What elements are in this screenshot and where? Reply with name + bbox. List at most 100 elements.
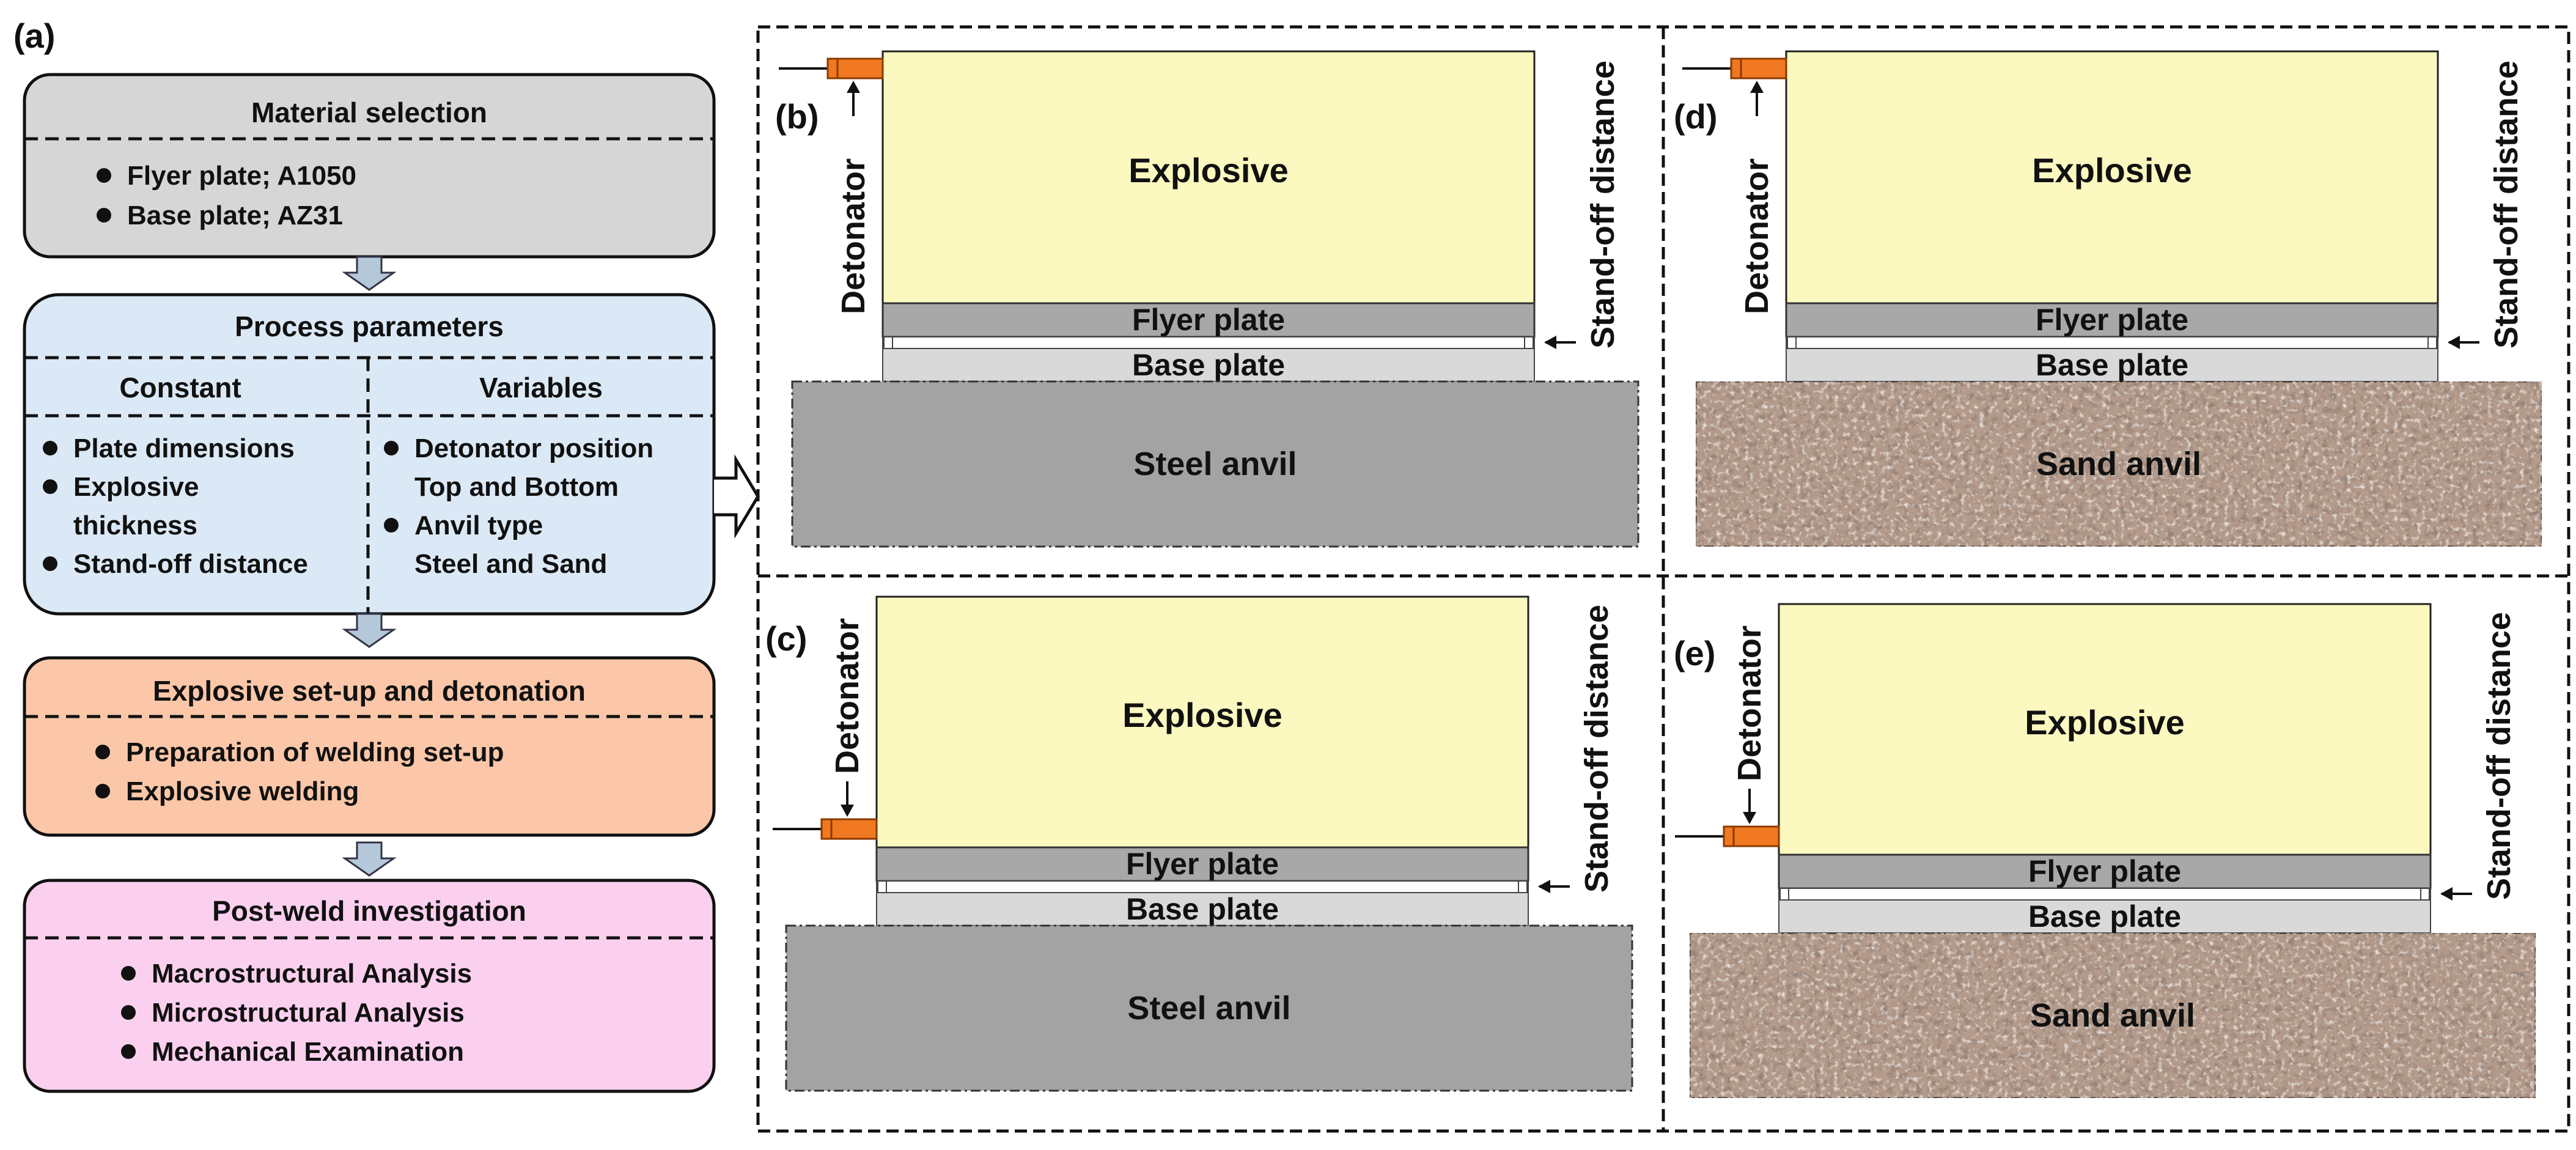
stand-off-label: Stand-off distance bbox=[2481, 612, 2517, 900]
flyer-plate-label: Flyer plate bbox=[2028, 854, 2181, 888]
panel-label: (c) bbox=[765, 619, 807, 658]
material-selection-title: Material selection bbox=[251, 97, 487, 128]
process-parameters-title: Process parameters bbox=[235, 311, 504, 342]
steel-anvil bbox=[791, 380, 1639, 548]
stand-off-arrowhead-icon bbox=[2448, 336, 2460, 349]
explosive-label: Explosive bbox=[2032, 151, 2191, 190]
spacer bbox=[2427, 336, 2437, 349]
sand-anvil bbox=[1695, 380, 2543, 548]
flyer-plate-label: Flyer plate bbox=[2036, 303, 2188, 337]
spacer bbox=[1524, 336, 1534, 349]
stand-off-gap bbox=[1786, 336, 2438, 349]
bullet bbox=[384, 441, 399, 455]
explosive-block bbox=[1785, 50, 2439, 304]
flyer-plate bbox=[1778, 853, 2432, 890]
base-plate bbox=[1778, 899, 2431, 934]
arrow-to-setups-icon bbox=[714, 454, 760, 539]
process-item: thickness bbox=[73, 510, 197, 540]
setup-item: Preparation of welding set-up bbox=[126, 737, 504, 767]
anvil-label: Steel anvil bbox=[1127, 990, 1290, 1027]
post-weld-title: Post-weld investigation bbox=[212, 895, 526, 927]
flyer-plate-label: Flyer plate bbox=[1126, 847, 1279, 881]
detonator-icon bbox=[1723, 825, 1780, 847]
stand-off-label: Stand-off distance bbox=[2488, 61, 2525, 348]
anvil-label: Sand anvil bbox=[2036, 446, 2201, 482]
stand-off-label: Stand-off distance bbox=[1584, 61, 1621, 348]
detonator-arrowhead-icon bbox=[847, 81, 860, 93]
post-item: Mechanical Examination bbox=[152, 1037, 464, 1067]
stand-off-gap bbox=[882, 336, 1535, 349]
bullet bbox=[43, 441, 57, 455]
base-plate-label: Base plate bbox=[2028, 899, 2181, 934]
stand-off-label: Stand-off distance bbox=[1578, 605, 1615, 893]
explosive-setup-rect bbox=[23, 656, 716, 837]
spacer bbox=[1787, 336, 1797, 349]
base-plate bbox=[876, 892, 1529, 926]
bullet bbox=[43, 556, 57, 571]
detonator-label: Detonator bbox=[835, 158, 872, 314]
flyer-plate-label: Flyer plate bbox=[1132, 303, 1285, 337]
panel-label: (b) bbox=[775, 97, 819, 136]
flyer-plate bbox=[1785, 302, 2439, 338]
process-item: Detonator position bbox=[414, 433, 653, 463]
steel-anvil bbox=[785, 924, 1633, 1092]
process-item: Steel and Sand bbox=[414, 549, 607, 579]
anvil-label: Sand anvil bbox=[2030, 997, 2195, 1034]
detonator-arrowhead-icon bbox=[1750, 81, 1764, 93]
flow-arrow-down bbox=[342, 256, 397, 291]
stand-off-arrowhead-icon bbox=[2440, 887, 2453, 901]
explosive-label: Explosive bbox=[1122, 696, 1282, 734]
material-item: Base plate; AZ31 bbox=[127, 201, 343, 230]
constant-header: Constant bbox=[119, 372, 241, 404]
panel-a: (a) Material selection Flyer plate; A105… bbox=[13, 17, 760, 1093]
base-plate-label: Base plate bbox=[1132, 348, 1285, 382]
explosive-block bbox=[1778, 603, 2432, 856]
spacer bbox=[2420, 888, 2430, 901]
bullet bbox=[95, 784, 110, 798]
detonator-icon bbox=[820, 818, 878, 840]
bullet bbox=[97, 168, 111, 183]
explosive-block bbox=[875, 595, 1529, 849]
process-item: Explosive bbox=[73, 472, 199, 502]
explosive-label: Explosive bbox=[2025, 703, 2184, 742]
detonator-label: Detonator bbox=[1731, 625, 1768, 781]
sand-anvil bbox=[1688, 932, 2537, 1099]
base-plate bbox=[1786, 348, 2438, 382]
stand-off-gap bbox=[876, 880, 1529, 893]
variables-header: Variables bbox=[479, 372, 603, 404]
detonator-icon bbox=[826, 57, 884, 79]
flyer-plate bbox=[875, 846, 1529, 882]
base-plate-label: Base plate bbox=[1126, 892, 1279, 926]
flow-arrow-down bbox=[342, 613, 397, 648]
process-item: Stand-off distance bbox=[73, 549, 308, 579]
explosive-setup-title: Explosive set-up and detonation bbox=[153, 675, 586, 707]
detonator-label: Detonator bbox=[1739, 158, 1775, 314]
process-item: Plate dimensions bbox=[73, 433, 295, 463]
bullet bbox=[121, 966, 136, 981]
flow-arrow-down bbox=[342, 841, 397, 877]
spacer bbox=[883, 336, 893, 349]
stand-off-arrowhead-icon bbox=[1544, 336, 1556, 349]
panel-label: (e) bbox=[1674, 634, 1715, 673]
bullet bbox=[121, 1005, 136, 1020]
bullet bbox=[384, 518, 399, 533]
explosive-block bbox=[881, 50, 1536, 304]
process-item: Top and Bottom bbox=[414, 472, 619, 502]
anvil-label: Steel anvil bbox=[1133, 446, 1297, 482]
stand-off-gap bbox=[1778, 888, 2431, 901]
panel-label: (d) bbox=[1674, 97, 1718, 136]
explosive-setup-box: Explosive set-up and detonation Preparat… bbox=[23, 656, 716, 837]
spacer bbox=[1518, 880, 1528, 893]
bullet bbox=[121, 1044, 136, 1059]
bullet bbox=[97, 208, 111, 223]
process-item: Anvil type bbox=[414, 510, 543, 540]
material-item: Flyer plate; A1050 bbox=[127, 161, 356, 191]
detonator-arrowhead-icon bbox=[841, 805, 854, 817]
setup-item: Explosive welding bbox=[126, 776, 359, 806]
